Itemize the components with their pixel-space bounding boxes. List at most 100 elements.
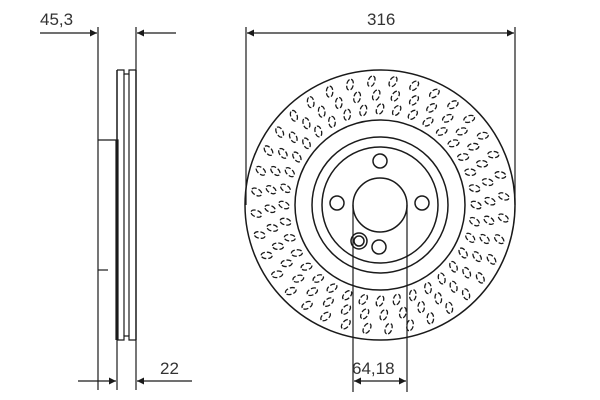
drilled-hole: [467, 142, 480, 151]
locating-hole-outer: [350, 232, 368, 250]
drilled-hole: [326, 283, 338, 293]
drilled-hole: [461, 288, 471, 301]
drilled-hole: [398, 306, 407, 319]
drilled-hole: [271, 270, 284, 279]
drilled-hole: [358, 293, 369, 306]
drilled-hole: [266, 223, 279, 232]
drilled-hole: [463, 114, 476, 124]
drilled-hole: [334, 96, 343, 110]
bolt-hole-bottom: [371, 239, 387, 255]
drilled-hole: [375, 295, 385, 307]
drilled-hole: [346, 78, 354, 91]
drilled-hole: [435, 127, 448, 136]
drilled-hole: [283, 233, 296, 242]
drilled-hole: [284, 167, 295, 178]
drilled-hole: [464, 168, 477, 177]
drilled-hole: [340, 318, 351, 330]
drilled-hole: [486, 254, 497, 265]
vent-top: [117, 69, 136, 75]
drilled-hole: [447, 139, 460, 148]
drilled-hole: [447, 100, 459, 110]
drilled-hole: [475, 159, 489, 168]
drilled-hole: [465, 232, 476, 243]
bolt-hole-left: [329, 195, 345, 211]
drilled-hole: [458, 247, 468, 259]
drilled-hole: [288, 131, 298, 144]
locating-hole-inner: [353, 235, 365, 247]
drilled-hole: [292, 151, 302, 163]
drilled-hole: [251, 187, 263, 197]
drilled-hole: [371, 89, 381, 101]
drilled-hole: [320, 311, 331, 322]
drilled-hole: [470, 200, 482, 210]
dimension-label-diameter: 316: [367, 10, 395, 29]
drilled-hole: [362, 322, 372, 334]
drilled-hole: [479, 233, 490, 245]
drilled-hole: [263, 145, 274, 156]
drilled-hole: [343, 108, 352, 121]
drilled-hole: [462, 266, 472, 279]
dimension-label-height: 45,3: [40, 10, 73, 29]
drilled-hole: [468, 184, 481, 193]
drilled-hole: [289, 109, 299, 122]
drilled-hole: [353, 91, 362, 104]
drilled-hole: [317, 105, 326, 118]
drilled-hole: [484, 196, 496, 206]
drilled-hole: [250, 209, 263, 218]
drilled-hole: [426, 103, 438, 113]
drilled-hole: [483, 215, 495, 225]
bolt-hole-right: [414, 195, 430, 211]
drilled-hole: [449, 280, 458, 293]
drilled-hole: [449, 260, 458, 273]
drilled-hole: [301, 300, 313, 310]
drilled-hole: [408, 289, 417, 302]
drilled-hole: [278, 200, 290, 210]
drilled-hole: [367, 75, 376, 88]
drilled-hole: [275, 126, 285, 138]
center-bore: [352, 177, 408, 233]
drilled-hole: [278, 147, 288, 159]
dimension-label-bore: 64,18: [352, 359, 395, 378]
drilled-hole: [424, 281, 432, 295]
drilled-hole: [328, 115, 336, 129]
drilled-hole: [493, 234, 505, 245]
drilled-hole: [408, 95, 420, 106]
drilled-hole: [445, 301, 454, 314]
drilled-hole: [472, 251, 482, 263]
drilled-hole: [379, 309, 389, 321]
disc-outer-edge: [244, 69, 516, 341]
drilled-holes-pattern: [250, 75, 510, 335]
drilled-hole: [375, 103, 385, 115]
hub-inner-circle: [321, 146, 439, 264]
vent-bottom: [117, 335, 136, 341]
drilled-hole: [422, 117, 434, 127]
drilled-hole: [441, 113, 454, 123]
drilled-hole: [302, 117, 311, 130]
drilled-hole: [406, 319, 414, 332]
drilled-hole: [384, 322, 393, 335]
bolt-hole-top: [372, 153, 388, 169]
drilled-hole: [434, 292, 443, 305]
drilled-hole: [494, 171, 507, 179]
drilled-hole: [390, 90, 400, 102]
drilled-hole: [409, 80, 420, 92]
drilled-hole: [314, 125, 323, 138]
drilled-hole: [429, 88, 440, 99]
drilled-hole: [456, 153, 470, 161]
drilled-hole: [284, 286, 297, 296]
drilled-hole: [359, 104, 368, 117]
drilled-hole: [475, 272, 485, 284]
drilled-hole: [290, 249, 304, 257]
drilled-hole: [468, 216, 481, 227]
hat-section-top: [98, 139, 119, 340]
drilled-hole: [265, 185, 277, 195]
front-view: 316 64,18: [244, 10, 516, 392]
dimension-label-thickness: 22: [160, 359, 179, 378]
drilled-hole: [279, 183, 292, 194]
friction-ring-inner-edge: [294, 119, 466, 291]
drilled-hole: [253, 231, 266, 239]
drilled-hole: [322, 297, 334, 307]
drilled-hole: [292, 274, 305, 283]
drilled-hole: [487, 150, 500, 159]
